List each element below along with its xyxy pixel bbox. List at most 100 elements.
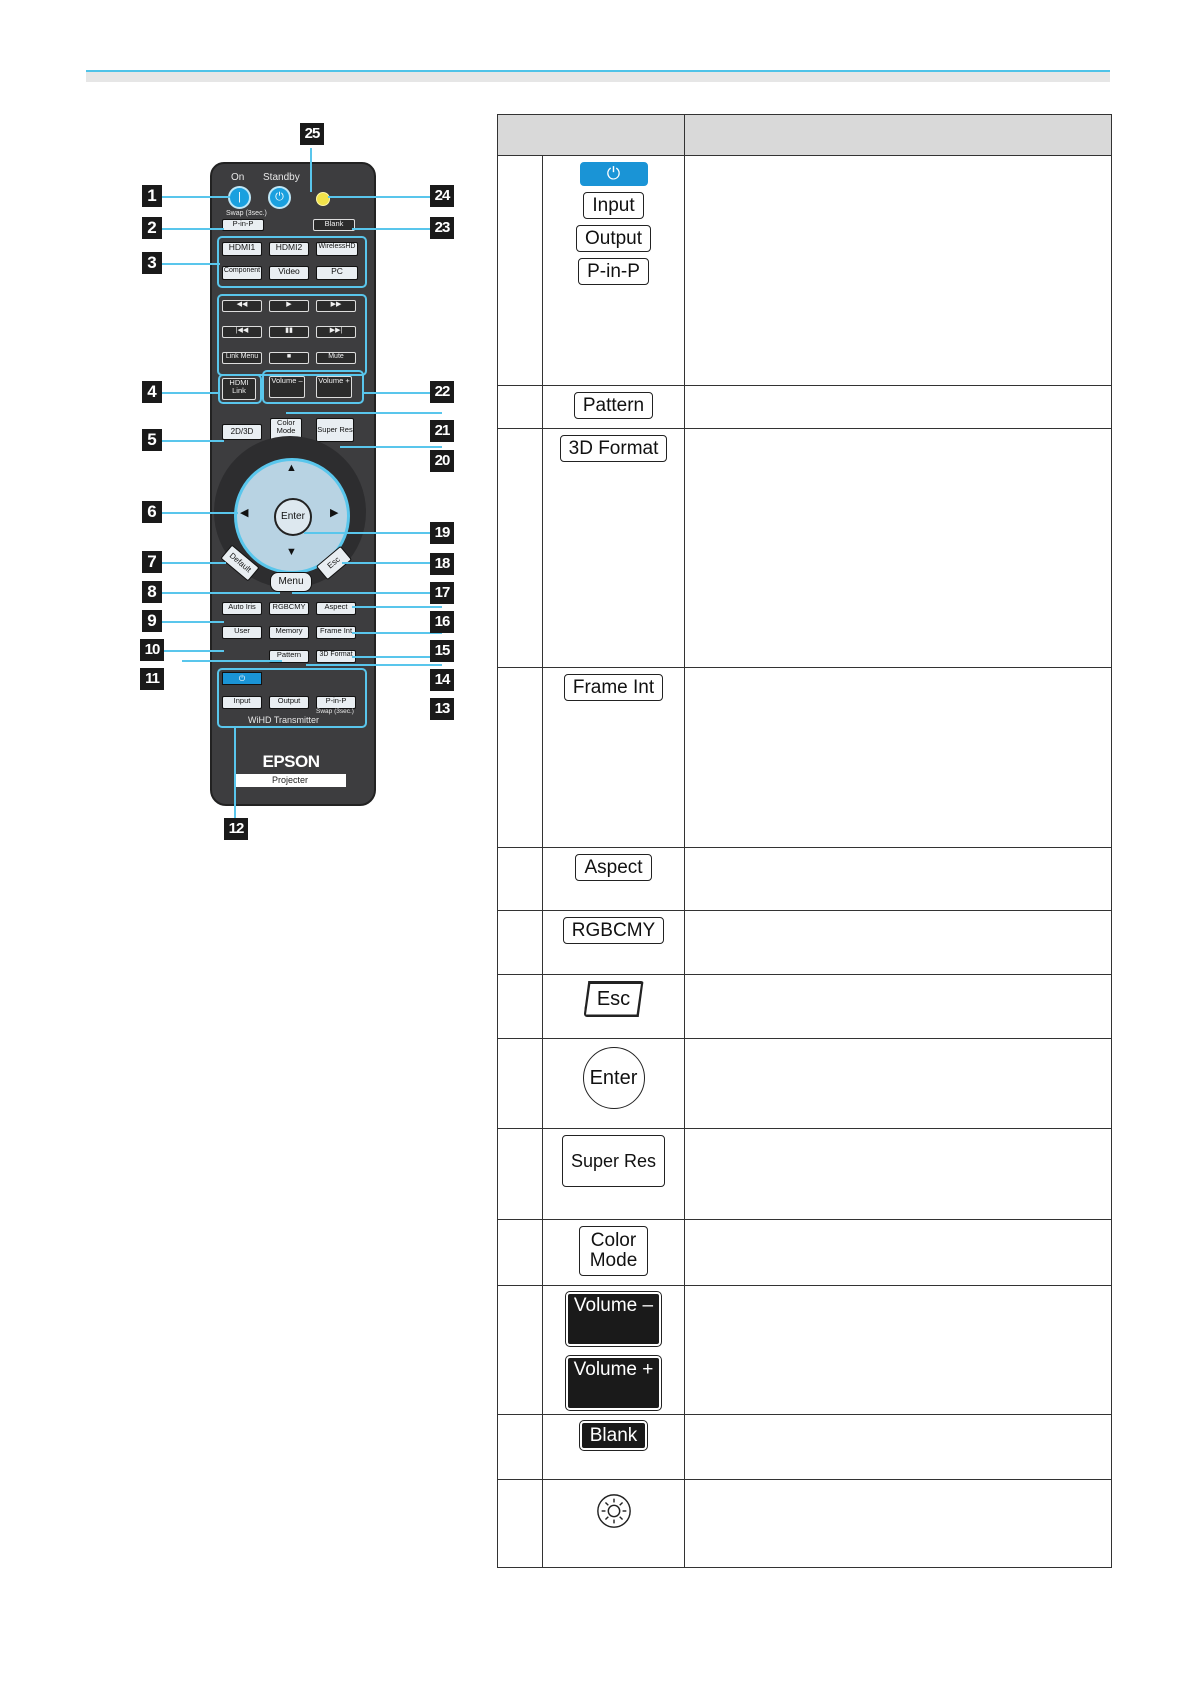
row-number-cell [497, 1038, 543, 1129]
remote-control-illustration: On Standby | ⏻ Swap (3sec.) P-in-P Blank… [130, 118, 460, 848]
pause-button[interactable]: ▮▮ [269, 326, 309, 338]
down-arrow-icon[interactable]: ▼ [286, 546, 297, 558]
hdmi-link-group [217, 294, 367, 376]
row-key-cell: Super Res [542, 1128, 685, 1220]
remote-super-res-button[interactable]: Super Res [316, 418, 354, 442]
wihd-pinp-button[interactable]: P-in-P [316, 696, 356, 709]
standby-button[interactable]: ⏻ [268, 186, 291, 209]
play-button[interactable]: ▶ [269, 300, 309, 312]
hdmi-link-frame [218, 374, 262, 404]
wirelesshd-button[interactable]: WirelessHD [316, 242, 358, 256]
callout-9: 9 [142, 610, 162, 632]
fast-forward-button[interactable]: ▶▶ [316, 300, 356, 312]
up-arrow-icon[interactable]: ▲ [286, 462, 297, 474]
user-button[interactable]: User [222, 626, 262, 639]
epson-logo: EPSON [262, 752, 320, 771]
remote-pinp-button[interactable]: P-in-P [222, 219, 264, 231]
row-number-cell [497, 910, 543, 975]
right-arrow-icon[interactable]: ▶ [330, 507, 339, 519]
remote-volume-minus-button[interactable]: Volume – [269, 376, 305, 398]
table-row: Aspect [497, 847, 1112, 911]
row-key-cell: Frame Int [542, 667, 685, 848]
menu-button[interactable]: Menu [270, 572, 312, 592]
callout-10: 10 [140, 639, 164, 661]
leader-line-12 [234, 728, 236, 840]
link-menu-button[interactable]: Link Menu [222, 352, 262, 364]
component-button[interactable]: Component [222, 266, 262, 280]
table-row: Pattern [497, 385, 1112, 429]
hdmi2-button[interactable]: HDMI2 [269, 242, 309, 256]
auto-iris-button[interactable]: Auto Iris [222, 602, 262, 615]
row-number-cell [497, 974, 543, 1039]
row-description-cell [684, 847, 1112, 911]
callout-1: 1 [142, 185, 162, 207]
row-description-cell [684, 1128, 1112, 1220]
row-description-cell [684, 910, 1112, 975]
memory-button[interactable]: Memory [269, 626, 309, 639]
callout-16: 16 [430, 611, 454, 633]
leader-line-18 [342, 562, 442, 564]
row-description-cell [684, 428, 1112, 668]
callout-17: 17 [430, 582, 454, 604]
remote-pattern-button[interactable]: Pattern [269, 650, 309, 663]
stop-button[interactable]: ■ [269, 352, 309, 364]
leader-line-16 [352, 606, 442, 608]
callout-23: 23 [430, 217, 454, 239]
row-key-cell: Pattern [542, 385, 685, 429]
enter-key: Enter [582, 1047, 645, 1109]
remote-3d-format-button[interactable]: 3D Format [316, 650, 356, 663]
row-number-cell [497, 667, 543, 848]
video-button[interactable]: Video [269, 266, 309, 280]
rewind-button[interactable]: ◀◀ [222, 300, 262, 312]
previous-button[interactable]: |◀◀ [222, 326, 262, 338]
header-rule [86, 70, 1110, 82]
wihd-output-button[interactable]: Output [269, 696, 309, 709]
table-row: Blank [497, 1414, 1112, 1480]
pc-button[interactable]: PC [316, 266, 358, 280]
leader-line-3 [162, 263, 220, 265]
remote-frame-int-button[interactable]: Frame Int [316, 626, 356, 639]
remote-aspect-button[interactable]: Aspect [316, 602, 356, 615]
row-number-cell [497, 1479, 543, 1568]
callout-11: 11 [140, 668, 164, 690]
leader-line-20 [340, 446, 442, 448]
color-mode-key-line2: Mode [589, 1250, 638, 1271]
hdmi-link-button[interactable]: HDMI Link [222, 378, 256, 400]
callout-12: 12 [224, 818, 248, 840]
power-key: ⏻ [579, 162, 648, 186]
leader-line-9 [162, 621, 224, 623]
wihd-group [217, 668, 367, 728]
on-button[interactable]: | [228, 186, 251, 209]
row-description-cell [684, 1414, 1112, 1480]
callout-14: 14 [430, 669, 454, 691]
wihd-input-button[interactable]: Input [222, 696, 262, 709]
frame-int-key: Frame Int [563, 674, 664, 701]
volume-plus-key: Volume + [564, 1355, 663, 1411]
table-row: RGBCMY [497, 910, 1112, 975]
aspect-key: Aspect [575, 854, 652, 881]
hdmi1-button[interactable]: HDMI1 [222, 242, 262, 256]
remote-blank-button[interactable]: Blank [313, 219, 355, 231]
sun-icon [596, 1494, 631, 1528]
pinp-key: P-in-P [578, 258, 649, 285]
illumination-icon[interactable] [316, 192, 330, 206]
row-description-cell [684, 667, 1112, 848]
remote-enter-button[interactable]: Enter [274, 498, 312, 536]
left-arrow-icon[interactable]: ◀ [240, 507, 249, 519]
callout-19: 19 [430, 522, 454, 544]
leader-line-7 [162, 562, 226, 564]
remote-volume-plus-button[interactable]: Volume + [316, 376, 352, 398]
leader-line-23 [352, 228, 442, 230]
next-button[interactable]: ▶▶| [316, 326, 356, 338]
wihd-power-button[interactable]: ⏻ [222, 672, 262, 685]
row-key-cell: Blank [542, 1414, 685, 1480]
3d-format-key: 3D Format [559, 435, 668, 462]
row-description-cell [684, 974, 1112, 1039]
row-description-cell [684, 1285, 1112, 1415]
remote-rgbcmy-button[interactable]: RGBCMY [269, 602, 309, 615]
mute-button[interactable]: Mute [316, 352, 356, 364]
table-row: ⏻ Input Output P-in-P [497, 155, 1112, 386]
table-row: Super Res [497, 1128, 1112, 1220]
2d3d-button[interactable]: 2D/3D [222, 424, 262, 440]
